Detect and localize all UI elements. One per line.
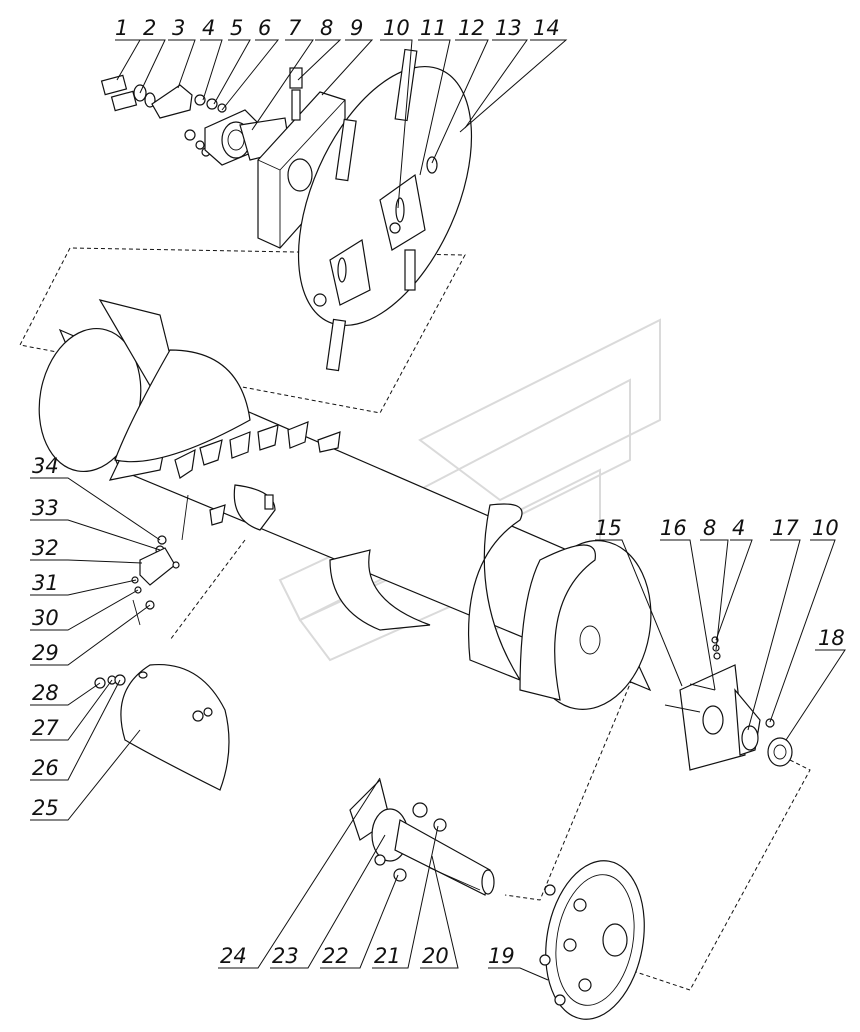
label-34: 34 bbox=[32, 454, 59, 478]
label-20: 20 bbox=[422, 944, 449, 968]
leader-lines bbox=[30, 39, 846, 981]
label-1: 1 bbox=[115, 16, 128, 40]
label-4: 4 bbox=[202, 16, 215, 40]
end-disc bbox=[297, 48, 473, 372]
fastener-group-left bbox=[131, 535, 180, 626]
label-19: 19 bbox=[488, 944, 515, 968]
part-number-labels: 1 2 3 4 5 6 7 8 9 10 11 12 13 14 15 16 8… bbox=[32, 16, 845, 968]
dashed-frame-lower bbox=[169, 539, 246, 641]
dashed-link-bearing bbox=[629, 759, 811, 991]
auger-drum bbox=[38, 299, 652, 710]
label-33: 33 bbox=[32, 496, 59, 520]
label-3: 3 bbox=[172, 16, 185, 40]
label-13: 13 bbox=[495, 16, 522, 40]
label-16: 16 bbox=[660, 516, 687, 540]
dashed-link-shaft bbox=[504, 659, 641, 901]
label-21: 21 bbox=[374, 944, 401, 968]
label-4b: 4 bbox=[732, 516, 745, 540]
label-15: 15 bbox=[595, 516, 622, 540]
drive-shaft bbox=[349, 778, 495, 896]
label-7: 7 bbox=[288, 16, 302, 40]
label-5: 5 bbox=[230, 16, 243, 40]
bearing-plate bbox=[257, 67, 346, 249]
label-9: 9 bbox=[350, 16, 363, 40]
label-30: 30 bbox=[32, 606, 59, 630]
label-18: 18 bbox=[818, 626, 845, 650]
label-25: 25 bbox=[32, 796, 59, 820]
label-2: 2 bbox=[143, 16, 156, 40]
bolt-set-top bbox=[100, 74, 227, 157]
label-29: 29 bbox=[32, 641, 59, 665]
sprocket-hub bbox=[539, 860, 645, 1020]
label-23: 23 bbox=[272, 944, 299, 968]
cover-plate bbox=[94, 663, 230, 791]
label-10: 10 bbox=[383, 16, 410, 40]
label-17: 17 bbox=[772, 516, 799, 540]
auger-fingers bbox=[174, 421, 341, 541]
label-8b: 8 bbox=[703, 516, 716, 540]
label-24: 24 bbox=[220, 944, 247, 968]
label-12: 12 bbox=[458, 16, 485, 40]
label-27: 27 bbox=[32, 716, 59, 740]
label-32: 32 bbox=[32, 536, 59, 560]
label-31: 31 bbox=[32, 571, 59, 595]
label-11: 11 bbox=[420, 16, 447, 40]
label-28: 28 bbox=[32, 681, 59, 705]
label-26: 26 bbox=[32, 756, 59, 780]
label-10b: 10 bbox=[812, 516, 839, 540]
label-6: 6 bbox=[258, 16, 271, 40]
label-8: 8 bbox=[320, 16, 333, 40]
label-22: 22 bbox=[322, 944, 349, 968]
label-14: 14 bbox=[533, 16, 560, 40]
bearing-bracket-right bbox=[664, 636, 793, 771]
